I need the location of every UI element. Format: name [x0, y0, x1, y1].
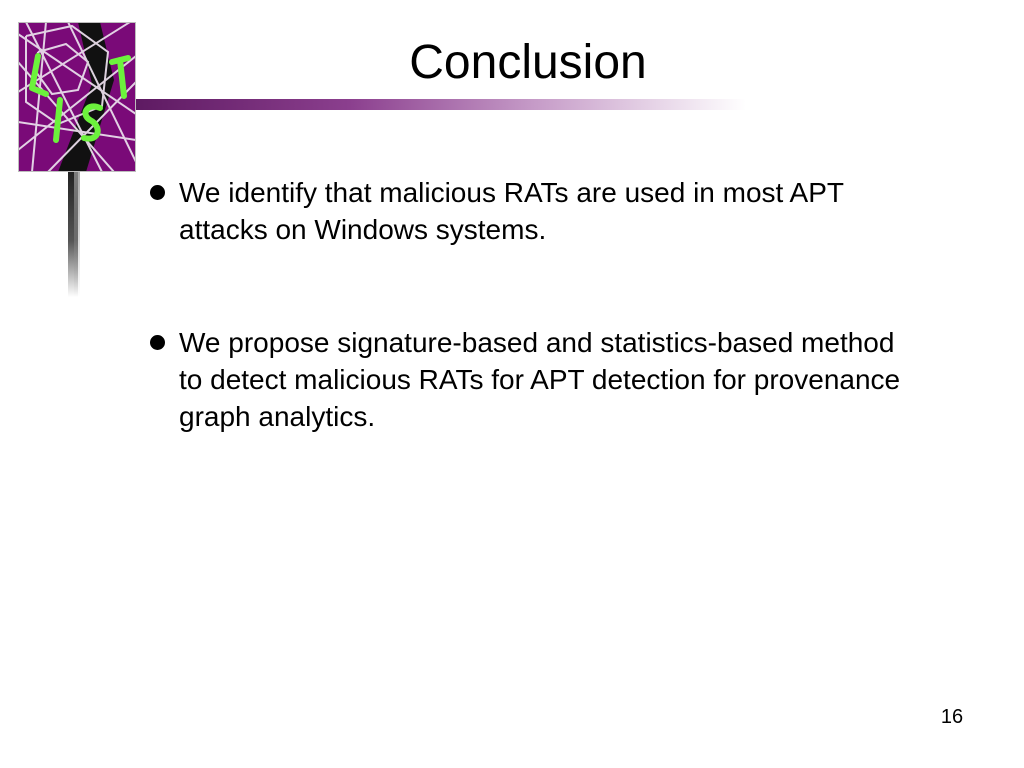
- vertical-accent-shadow: [74, 172, 80, 297]
- bullet-item: We propose signature-based and statistic…: [148, 324, 908, 435]
- bullet-list: We identify that malicious RATs are used…: [148, 174, 908, 511]
- slide-title: Conclusion: [409, 36, 647, 89]
- bullet-text: We identify that malicious RATs are used…: [179, 177, 844, 245]
- logo-image: [18, 22, 136, 172]
- title-underline-bar: [136, 99, 746, 110]
- page-number: 16: [940, 706, 964, 728]
- bullet-text: We propose signature-based and statistic…: [179, 327, 901, 432]
- lab-logo: [18, 22, 136, 172]
- vertical-accent-line: [68, 172, 78, 297]
- bullet-dot-icon: [150, 335, 165, 350]
- bullet-dot-icon: [150, 185, 165, 200]
- bullet-item: We identify that malicious RATs are used…: [148, 174, 908, 248]
